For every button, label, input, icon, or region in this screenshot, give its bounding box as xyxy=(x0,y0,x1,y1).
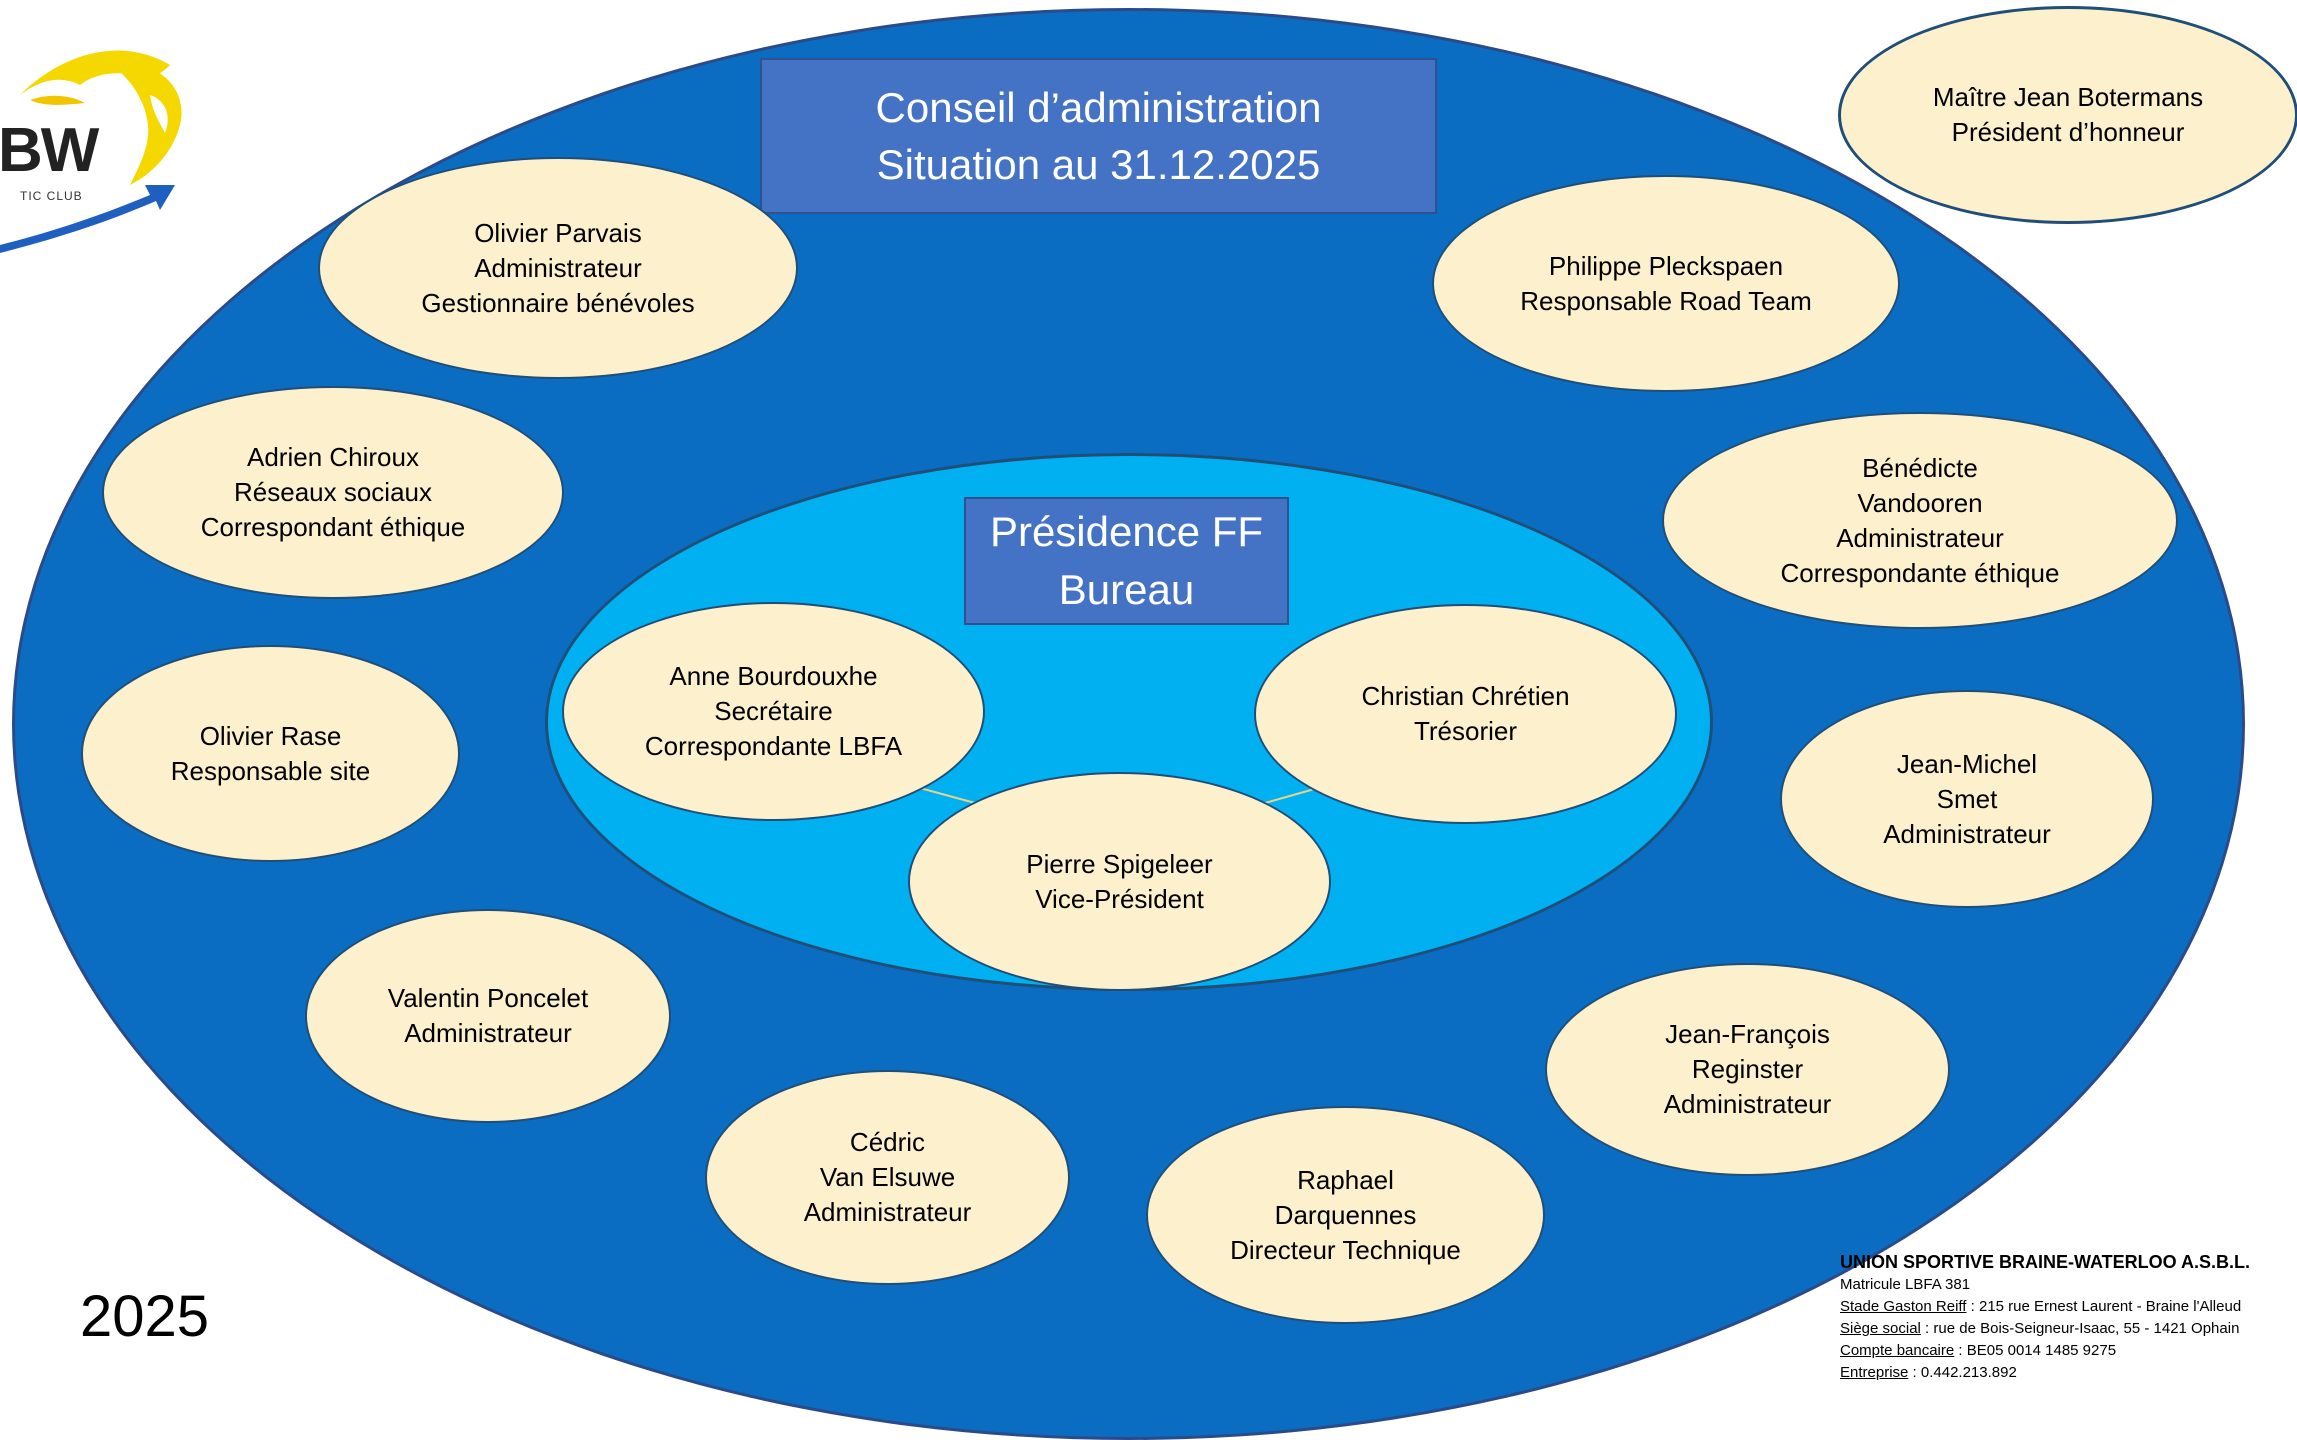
member-line: Correspondante éthique xyxy=(1780,557,2060,588)
footer-stade-label: Stade Gaston Reiff xyxy=(1840,1298,1967,1315)
member-line: Darquennes xyxy=(1274,1199,1417,1230)
member-line: Christian Chrétien xyxy=(1361,681,1570,711)
member-line: Cédric xyxy=(849,1127,926,1157)
footer-org-name: UNION SPORTIVE BRAINE-WATERLOO A.S.B.L. xyxy=(1840,1252,2251,1272)
member-line: Gestionnaire bénévoles xyxy=(421,287,695,318)
member-line: Olivier Parvais xyxy=(474,217,642,248)
member-node-reginster: Jean-François Reginster Administrateur xyxy=(1545,963,1950,1176)
bureau-node-spigeleer: Pierre Spigeleer Vice-Président xyxy=(908,772,1331,991)
member-line: Vandooren xyxy=(1857,487,1983,518)
member-line: Van Elsuwe xyxy=(819,1162,956,1192)
member-line: Secrétaire xyxy=(714,696,833,726)
connector-line-right xyxy=(1264,787,1319,804)
honorary-role: Président d’honneur xyxy=(1951,117,2185,147)
member-line: Adrien Chiroux xyxy=(247,442,419,472)
lion-logo-icon xyxy=(0,50,182,253)
member-line: Correspondant éthique xyxy=(200,512,466,542)
member-line: Raphael xyxy=(1297,1164,1394,1195)
bureau-title-box: Présidence FF Bureau xyxy=(964,497,1289,625)
member-node-darquennes: Raphael Darquennes Directeur Technique xyxy=(1146,1106,1545,1324)
member-line: Bénédicte xyxy=(1862,452,1978,483)
honorary-president-node: Maître Jean Botermans Président d’honneu… xyxy=(1838,6,2297,224)
member-line: Réseaux sociaux xyxy=(234,477,432,507)
member-line: Olivier Rase xyxy=(199,720,342,751)
member-node-vanelsuwe: Cédric Van Elsuwe Administrateur xyxy=(705,1070,1070,1285)
member-line: Administrateur xyxy=(1883,818,2051,849)
member-line: Vice-Président xyxy=(1035,883,1204,914)
council-title-box: Conseil d’administration Situation au 31… xyxy=(760,58,1437,214)
member-line: Correspondante LBFA xyxy=(644,731,903,761)
member-line: Administrateur xyxy=(803,1197,972,1227)
member-line: Directeur Technique xyxy=(1230,1234,1461,1265)
footer-entreprise-label: Entreprise xyxy=(1840,1364,1909,1381)
council-date: Situation au 31.12.2025 xyxy=(876,141,1321,188)
member-line: Smet xyxy=(1936,783,1998,814)
bureau-node-bourdouxhe: Anne Bourdouxhe Secrétaire Correspondant… xyxy=(562,602,985,821)
footer-stade: Stade Gaston Reiff : 215 rue Ernest Laur… xyxy=(1840,1296,2297,1318)
member-line: Administrateur xyxy=(404,1018,572,1048)
member-node-rase: Olivier Rase Responsable site xyxy=(81,645,460,862)
footer-compte-value: : BE05 0014 1485 9275 xyxy=(1954,1342,2117,1359)
bureau-node-chretien: Christian Chrétien Trésorier xyxy=(1254,604,1677,824)
organization-footer: UNION SPORTIVE BRAINE-WATERLOO A.S.B.L. … xyxy=(1840,1250,2297,1384)
member-line: Philippe Pleckspaen xyxy=(1548,250,1784,281)
member-line: Anne Bourdouxhe xyxy=(669,661,878,691)
member-node-vandooren: Bénédicte Vandooren Administrateur Corre… xyxy=(1662,412,2178,629)
member-line: Responsable site xyxy=(170,755,371,786)
member-node-pleckspaen: Philippe Pleckspaen Responsable Road Tea… xyxy=(1432,175,1900,392)
member-node-smet: Jean-Michel Smet Administrateur xyxy=(1780,690,2154,908)
footer-compte-label: Compte bancaire xyxy=(1840,1342,1955,1359)
logo-text: BW xyxy=(0,116,99,185)
member-line: Valentin Poncelet xyxy=(387,983,589,1013)
footer-entreprise: Entreprise : 0.442.213.892 xyxy=(1840,1362,2297,1384)
logo-subtext: TIC CLUB xyxy=(20,189,83,203)
member-node-poncelet: Valentin Poncelet Administrateur xyxy=(305,909,671,1123)
footer-compte: Compte bancaire : BE05 0014 1485 9275 xyxy=(1840,1340,2297,1362)
footer-stade-value: : 215 rue Ernest Laurent - Braine l'Alle… xyxy=(1966,1298,2242,1315)
council-title: Conseil d’administration xyxy=(875,84,1322,131)
footer-entreprise-value: : 0.442.213.892 xyxy=(1908,1364,2017,1381)
bureau-subtitle: Bureau xyxy=(1058,566,1195,613)
member-node-chiroux: Adrien Chiroux Réseaux sociaux Correspon… xyxy=(102,386,564,599)
club-logo: BW TIC CLUB xyxy=(0,25,195,255)
member-line: Responsable Road Team xyxy=(1520,285,1812,316)
footer-siege-value: : rue de Bois-Seigneur-Isaac, 55 - 1421 … xyxy=(1920,1320,2240,1337)
bureau-title: Présidence FF xyxy=(989,508,1264,555)
member-line: Jean-François xyxy=(1665,1019,1830,1049)
member-line: Administrateur xyxy=(1663,1089,1832,1119)
footer-siege: Siège social : rue de Bois-Seigneur-Isaa… xyxy=(1840,1318,2297,1340)
footer-siege-label: Siège social xyxy=(1840,1320,1921,1337)
member-line: Pierre Spigeleer xyxy=(1026,848,1213,879)
footer-matricule: Matricule LBFA 381 xyxy=(1840,1276,1971,1293)
member-line: Trésorier xyxy=(1413,716,1518,746)
member-line: Administrateur xyxy=(1836,522,2004,553)
honorary-name: Maître Jean Botermans xyxy=(1932,82,2204,112)
member-line: Administrateur xyxy=(474,252,642,283)
year-label: 2025 xyxy=(80,1284,210,1349)
member-line: Reginster xyxy=(1691,1054,1804,1084)
connector-line-left xyxy=(919,787,976,804)
connector-lines xyxy=(919,787,1319,804)
member-line: Jean-Michel xyxy=(1896,748,2038,779)
member-node-parvais: Olivier Parvais Administrateur Gestionna… xyxy=(318,157,798,379)
